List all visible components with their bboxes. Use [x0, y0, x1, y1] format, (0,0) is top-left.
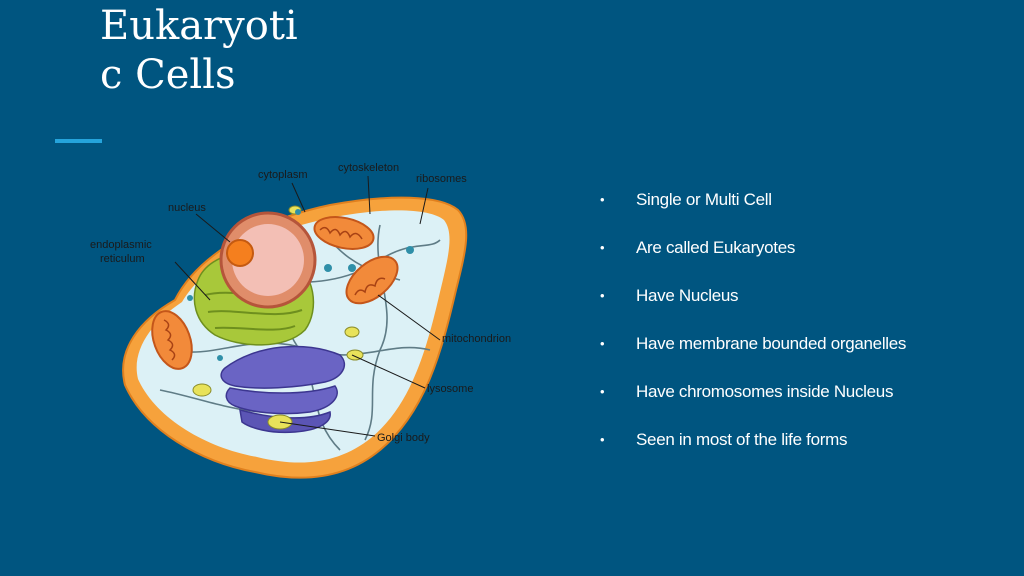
label-leader-lines: [174, 175, 441, 437]
label-endoplasmic-line-2: reticulum: [100, 253, 145, 265]
bullet-marker: •: [600, 384, 605, 399]
bullet-marker: •: [600, 336, 605, 351]
cell-illustration: cytoplasm cytoskeleton ribosomes nucleus…: [90, 162, 511, 479]
bullet-text: Are called Eukaryotes: [636, 238, 796, 257]
bullet-marker: •: [600, 288, 605, 303]
nucleus: [219, 211, 317, 309]
bullet-marker: •: [600, 240, 605, 255]
label-golgi-body: Golgi body: [377, 432, 430, 444]
mitochondria: [151, 216, 399, 370]
bullet-text: Have chromosomes inside Nucleus: [636, 382, 894, 401]
bullet-text: Single or Multi Cell: [636, 190, 772, 209]
bullet-text: Seen in most of the life forms: [636, 430, 848, 449]
title-line-2: c Cells: [100, 52, 236, 98]
title-accent-bar: [55, 139, 102, 143]
eukaryotic-cell-diagram: cytoplasm cytoskeleton ribosomes nucleus…: [80, 150, 540, 490]
bullet-marker: •: [600, 192, 605, 207]
label-endoplasmic-line-1: endoplasmic: [90, 239, 152, 251]
label-cytoplasm: cytoplasm: [258, 169, 308, 181]
label-ribosomes: ribosomes: [416, 173, 467, 185]
bullet-text: Have Nucleus: [636, 286, 739, 305]
label-cytoskeleton: cytoskeleton: [338, 162, 399, 174]
label-mitochondrion: mitochondrion: [442, 333, 511, 345]
slide-title: Eukaryoti c Cells: [100, 2, 400, 100]
bullet-marker: •: [600, 432, 605, 447]
ribosome-dots: [187, 209, 414, 361]
title-line-1: Eukaryoti: [100, 3, 298, 49]
label-nucleus: nucleus: [168, 202, 206, 214]
label-lysosome: lysosome: [427, 383, 473, 395]
lysosomes: [192, 205, 364, 430]
bullet-text: Have membrane bounded organelles: [636, 334, 907, 353]
